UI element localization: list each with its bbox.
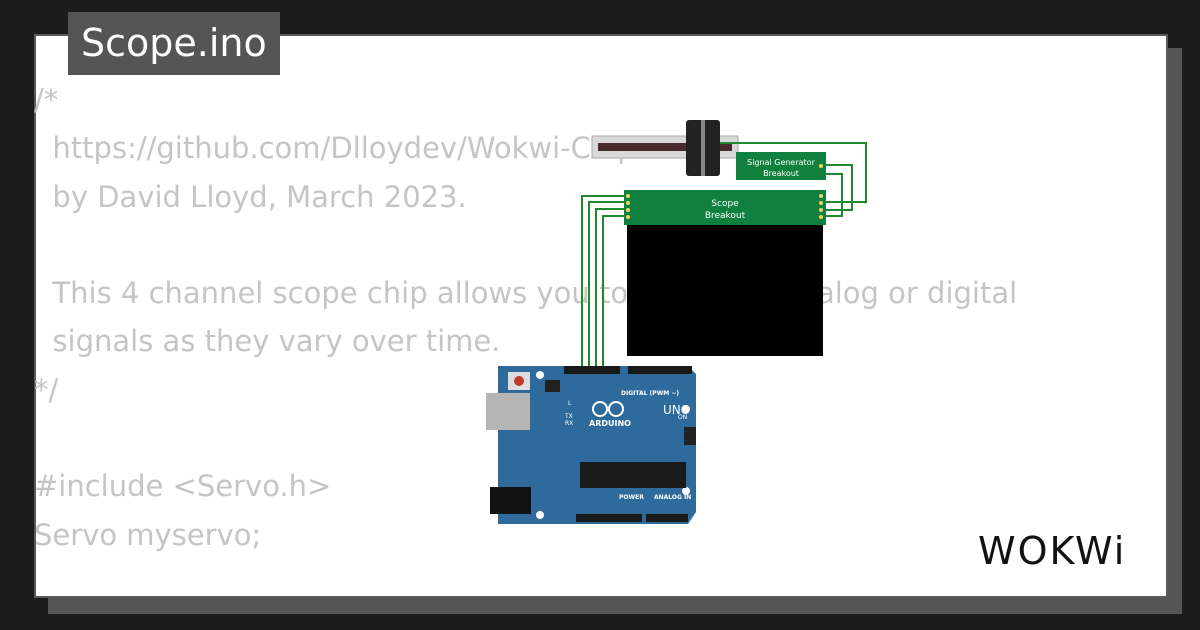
signal-generator-breakout[interactable]: Signal Generator Breakout (736, 152, 826, 180)
l-label: L (568, 400, 572, 407)
wires (581, 142, 867, 372)
code-line: by David Lloyd, March 2023. (34, 179, 467, 214)
slide-potentiometer[interactable] (591, 120, 739, 176)
top-pin-header (564, 366, 620, 374)
arduino-uno-board[interactable]: DIGITAL (PWM ~) UNO ARDUINO ON L TX RX P… (486, 366, 696, 524)
wokwi-logo-text: WOKWi (978, 529, 1126, 573)
arduino-model-label: UNO (663, 403, 690, 417)
arduino-brand-label: ARDUINO (589, 419, 631, 428)
power-jack (490, 487, 531, 514)
icsp-header (545, 380, 560, 392)
code-line: */ (34, 372, 59, 407)
scope-label: Breakout (705, 211, 746, 221)
power-pin-header (576, 514, 642, 522)
usb-port (486, 393, 530, 430)
page-title: Scope.ino (68, 12, 280, 75)
scope-breakout[interactable]: Scope Breakout (624, 190, 826, 356)
code-line: signals as they vary over time. (34, 324, 501, 359)
analog-label: ANALOG IN (654, 494, 691, 501)
on-label: ON (678, 414, 687, 421)
code-line: Servo myservo; (34, 517, 262, 552)
signal-generator-label: Signal Generator (747, 158, 815, 167)
power-label: POWER (619, 494, 644, 501)
top-pin-header (628, 366, 692, 374)
code-line: This 4 channel scope chip allows you to … (34, 276, 1018, 311)
atmega-chip (580, 462, 686, 488)
tx-label: TX (564, 413, 573, 420)
code-line: #include <Servo.h> (34, 469, 332, 504)
code-line: /* (34, 83, 59, 117)
rx-label: RX (565, 420, 573, 427)
wokwi-logo: WOKWi (978, 529, 1126, 573)
digital-pwm-label: DIGITAL (PWM ~) (621, 390, 679, 397)
signal-generator-label: Breakout (763, 169, 799, 178)
scope-label: Scope (711, 199, 739, 209)
scope-screen (627, 225, 823, 356)
analog-pin-header (646, 514, 688, 522)
